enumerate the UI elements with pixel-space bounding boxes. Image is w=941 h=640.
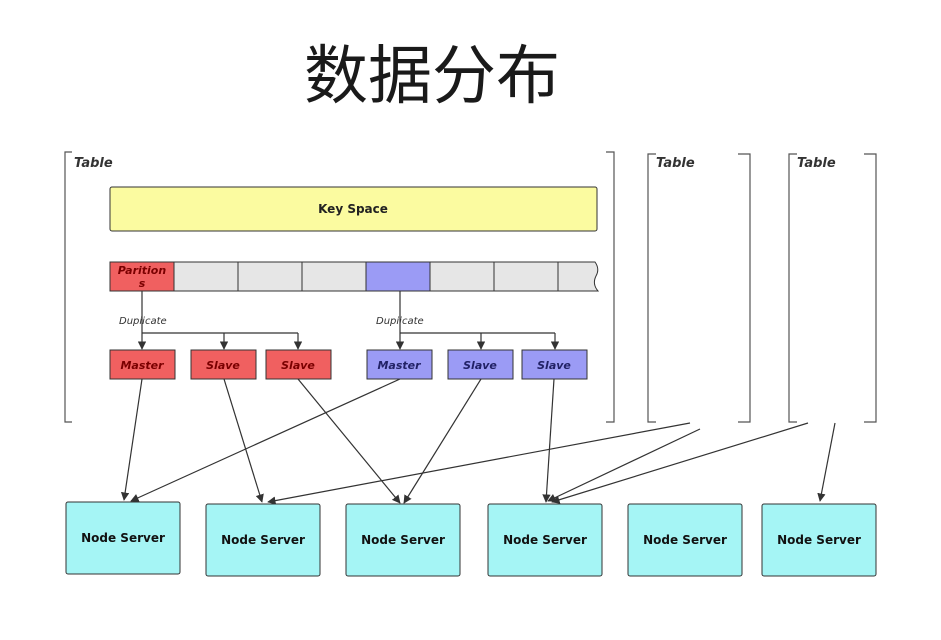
table-bracket-3: Table <box>788 153 877 423</box>
connection-arrow <box>403 378 482 504</box>
partition-cell <box>493 261 559 292</box>
svg-text:Slave: Slave <box>281 359 315 372</box>
partition-label-line1: Parition <box>118 264 167 277</box>
svg-text:Node Server: Node Server <box>643 533 727 547</box>
table-label-3: Table <box>797 156 836 171</box>
node-connections <box>120 378 836 505</box>
replica-master-red: Master <box>109 349 176 380</box>
partition-cell-torn <box>557 261 600 292</box>
table-bracket-1: Table <box>64 151 615 423</box>
svg-text:Slave: Slave <box>463 359 497 372</box>
svg-text:Master: Master <box>120 359 164 372</box>
table-label-2: Table <box>656 156 695 171</box>
replica-slave-blue-1: Slave <box>447 349 514 380</box>
node-server-4: Node Server <box>487 503 603 577</box>
svg-text:Node Server: Node Server <box>361 533 445 547</box>
partition-cell <box>237 261 303 292</box>
connection-arrow <box>120 378 143 501</box>
partition-cell <box>173 261 239 292</box>
duplicate-connector-blue: Dupiicate <box>376 291 560 350</box>
key-space-label: Key Space <box>318 202 388 216</box>
partition-cell <box>301 261 367 292</box>
connection-arrow <box>267 422 691 505</box>
node-server-2: Node Server <box>205 503 321 577</box>
duplicate-connector-red: Dupiicate <box>119 291 303 350</box>
replica-slave-red-1: Slave <box>190 349 257 380</box>
partition-strip: Parition s <box>109 261 600 292</box>
partition-cell <box>429 261 495 292</box>
svg-text:Node Server: Node Server <box>81 531 165 545</box>
connection-arrow <box>817 422 836 502</box>
connection-arrow <box>547 428 701 502</box>
table-label-1: Table <box>74 156 113 171</box>
replica-slave-blue-2: Slave <box>521 349 588 380</box>
table-bracket-2: Table <box>647 153 751 423</box>
replica-master-blue: Master <box>366 349 433 380</box>
connection-arrow <box>542 378 555 503</box>
svg-text:Node Server: Node Server <box>777 533 861 547</box>
connection-arrow <box>223 378 264 503</box>
duplicate-label-red: Dupiicate <box>119 316 167 327</box>
node-server-5: Node Server <box>627 503 743 577</box>
key-space-box <box>109 186 598 232</box>
replica-slave-red-2: Slave <box>265 349 332 380</box>
partition-cell-highlight <box>365 261 431 292</box>
node-server-6: Node Server <box>761 503 877 577</box>
node-server-3: Node Server <box>345 503 461 577</box>
connection-arrow <box>130 378 401 502</box>
connection-arrow <box>297 378 401 504</box>
page-title: 数据分布 <box>304 40 560 114</box>
connection-arrow <box>551 422 809 504</box>
svg-text:Node Server: Node Server <box>221 533 305 547</box>
svg-text:Node Server: Node Server <box>503 533 587 547</box>
node-server-1: Node Server <box>65 501 181 575</box>
svg-text:Master: Master <box>377 359 421 372</box>
duplicate-label-blue: Dupiicate <box>376 316 424 327</box>
partition-label-line2: s <box>139 277 146 290</box>
svg-text:Slave: Slave <box>206 359 240 372</box>
svg-text:Slave: Slave <box>537 359 571 372</box>
